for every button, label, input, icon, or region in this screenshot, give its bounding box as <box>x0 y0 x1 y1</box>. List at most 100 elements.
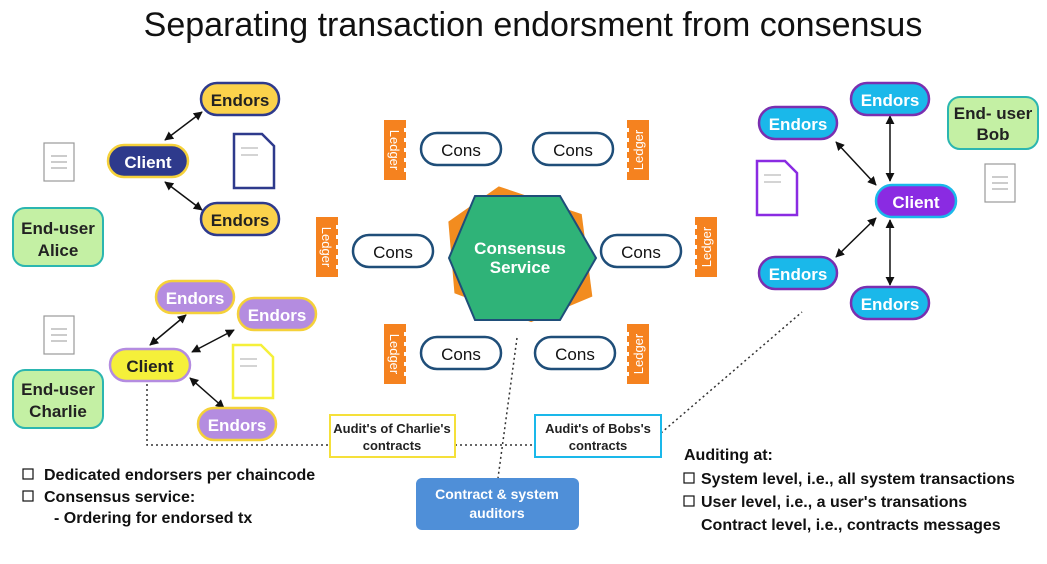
client-label: Client <box>892 193 940 212</box>
end-user-alice <box>12 207 104 267</box>
ledger-label: Ledger <box>631 129 646 170</box>
checkbox-icon <box>683 472 695 484</box>
end-user-name: Charlie <box>29 402 87 421</box>
document-icon <box>43 142 75 182</box>
endors-node <box>849 81 931 117</box>
client-label: Client <box>124 153 172 172</box>
audit-label: contracts <box>569 438 628 453</box>
endors-label: Endors <box>248 306 307 325</box>
endors-label: Endors <box>769 115 828 134</box>
note-item: System level, i.e., all system transacti… <box>701 471 1015 488</box>
endors-node <box>154 279 236 315</box>
audit-label: contracts <box>363 438 422 453</box>
ledger-label: Ledger <box>387 334 402 375</box>
endors-label: Endors <box>208 416 267 435</box>
left-top-group: Endors Client Endors End-user Alice <box>12 81 281 267</box>
note-item: Dedicated endorsers per chaincode <box>44 467 315 484</box>
endors-node <box>199 81 281 117</box>
audit-label: Audit's of Bobs's <box>545 421 651 436</box>
right-group: Endors Endors End- user Bob Client Endor… <box>755 81 1039 321</box>
cons-label: Cons <box>553 141 593 160</box>
audit-charlie-box <box>329 414 456 458</box>
ledger-label: Ledger <box>387 130 402 171</box>
arrow-client-endors <box>189 377 225 409</box>
ledger-block: Ledger <box>384 120 408 180</box>
checkbox-icon <box>22 468 34 480</box>
page-title: Separating transaction endorsment from c… <box>144 6 923 44</box>
cons-label: Cons <box>373 243 413 262</box>
end-user-bob <box>947 96 1039 150</box>
end-user-name: Bob <box>976 125 1009 144</box>
arrow-client-endors <box>191 329 235 353</box>
end-user-name: Alice <box>38 241 79 260</box>
cons-label: Cons <box>621 243 661 262</box>
endors-label: Endors <box>769 265 828 284</box>
endors-label: Endors <box>211 91 270 110</box>
arrow-client-endors <box>835 141 877 186</box>
document-icon <box>755 159 799 217</box>
ledger-label: Ledger <box>699 226 714 267</box>
client-node <box>874 183 958 219</box>
endors-node <box>236 296 318 332</box>
note-heading: Auditing at: <box>684 447 773 464</box>
end-user-label: End-user <box>21 380 95 399</box>
endors-node <box>199 201 281 237</box>
endors-node <box>757 255 839 291</box>
note-item: Consensus service: <box>44 489 195 506</box>
note-subitem: - Ordering for endorsed tx <box>54 510 252 527</box>
arrow-client-endors <box>149 314 187 346</box>
auditors-label: Contract & system <box>435 486 559 502</box>
left-bottom-group: Endors Endors Client Endors End-user Cha… <box>12 279 318 442</box>
arrow-client-endors-top <box>164 111 203 141</box>
cons-node <box>599 233 683 269</box>
ledger-block: Ledger <box>316 217 340 277</box>
consensus-service-hexagon <box>447 195 598 321</box>
endors-label: Endors <box>211 211 270 230</box>
note-item: Contract level, i.e., contracts messages <box>701 517 1001 534</box>
document-icon <box>231 343 275 400</box>
auditors-box <box>416 478 579 530</box>
audit-label: Audit's of Charlie's <box>333 421 450 436</box>
ledger-block: Ledger <box>625 324 649 384</box>
endors-node <box>757 105 839 141</box>
client-node <box>106 143 190 179</box>
consensus-group: Consensus Service Cons Cons Cons Cons Co… <box>316 120 717 384</box>
cons-node <box>351 233 435 269</box>
end-user-label: End-user <box>21 219 95 238</box>
consensus-label: Consensus <box>474 239 566 258</box>
endors-node <box>849 285 931 321</box>
endors-label: Endors <box>861 91 920 110</box>
cons-label: Cons <box>555 345 595 364</box>
cons-label: Cons <box>441 141 481 160</box>
document-icon <box>984 163 1016 203</box>
checkbox-icon <box>683 495 695 507</box>
consensus-label: Service <box>490 258 551 277</box>
document-icon <box>43 315 75 355</box>
cons-node <box>419 335 503 371</box>
endors-label: Endors <box>861 295 920 314</box>
cons-node <box>533 335 617 371</box>
ledger-label: Ledger <box>319 227 334 268</box>
ledger-block: Ledger <box>693 217 717 277</box>
arrow-client-endors-bottom <box>164 181 203 211</box>
cons-node <box>531 131 615 167</box>
arrow-client-endors <box>835 217 877 258</box>
cons-node <box>419 131 503 167</box>
endors-node <box>196 406 278 442</box>
checkbox-icon <box>22 490 34 502</box>
end-user-label: End- user <box>954 104 1033 123</box>
notes-right: Auditing at: System level, i.e., all sys… <box>683 447 1015 534</box>
ledger-label: Ledger <box>631 333 646 374</box>
end-user-charlie <box>12 369 104 429</box>
endors-label: Endors <box>166 289 225 308</box>
client-node <box>108 347 192 383</box>
note-item: User level, i.e., a user's transations <box>701 494 967 511</box>
auditors-label: auditors <box>469 505 524 521</box>
client-label: Client <box>126 357 174 376</box>
cons-label: Cons <box>441 345 481 364</box>
audit-bob-box <box>534 414 662 458</box>
ledger-block: Ledger <box>384 324 408 384</box>
audit-connectors <box>146 311 803 479</box>
